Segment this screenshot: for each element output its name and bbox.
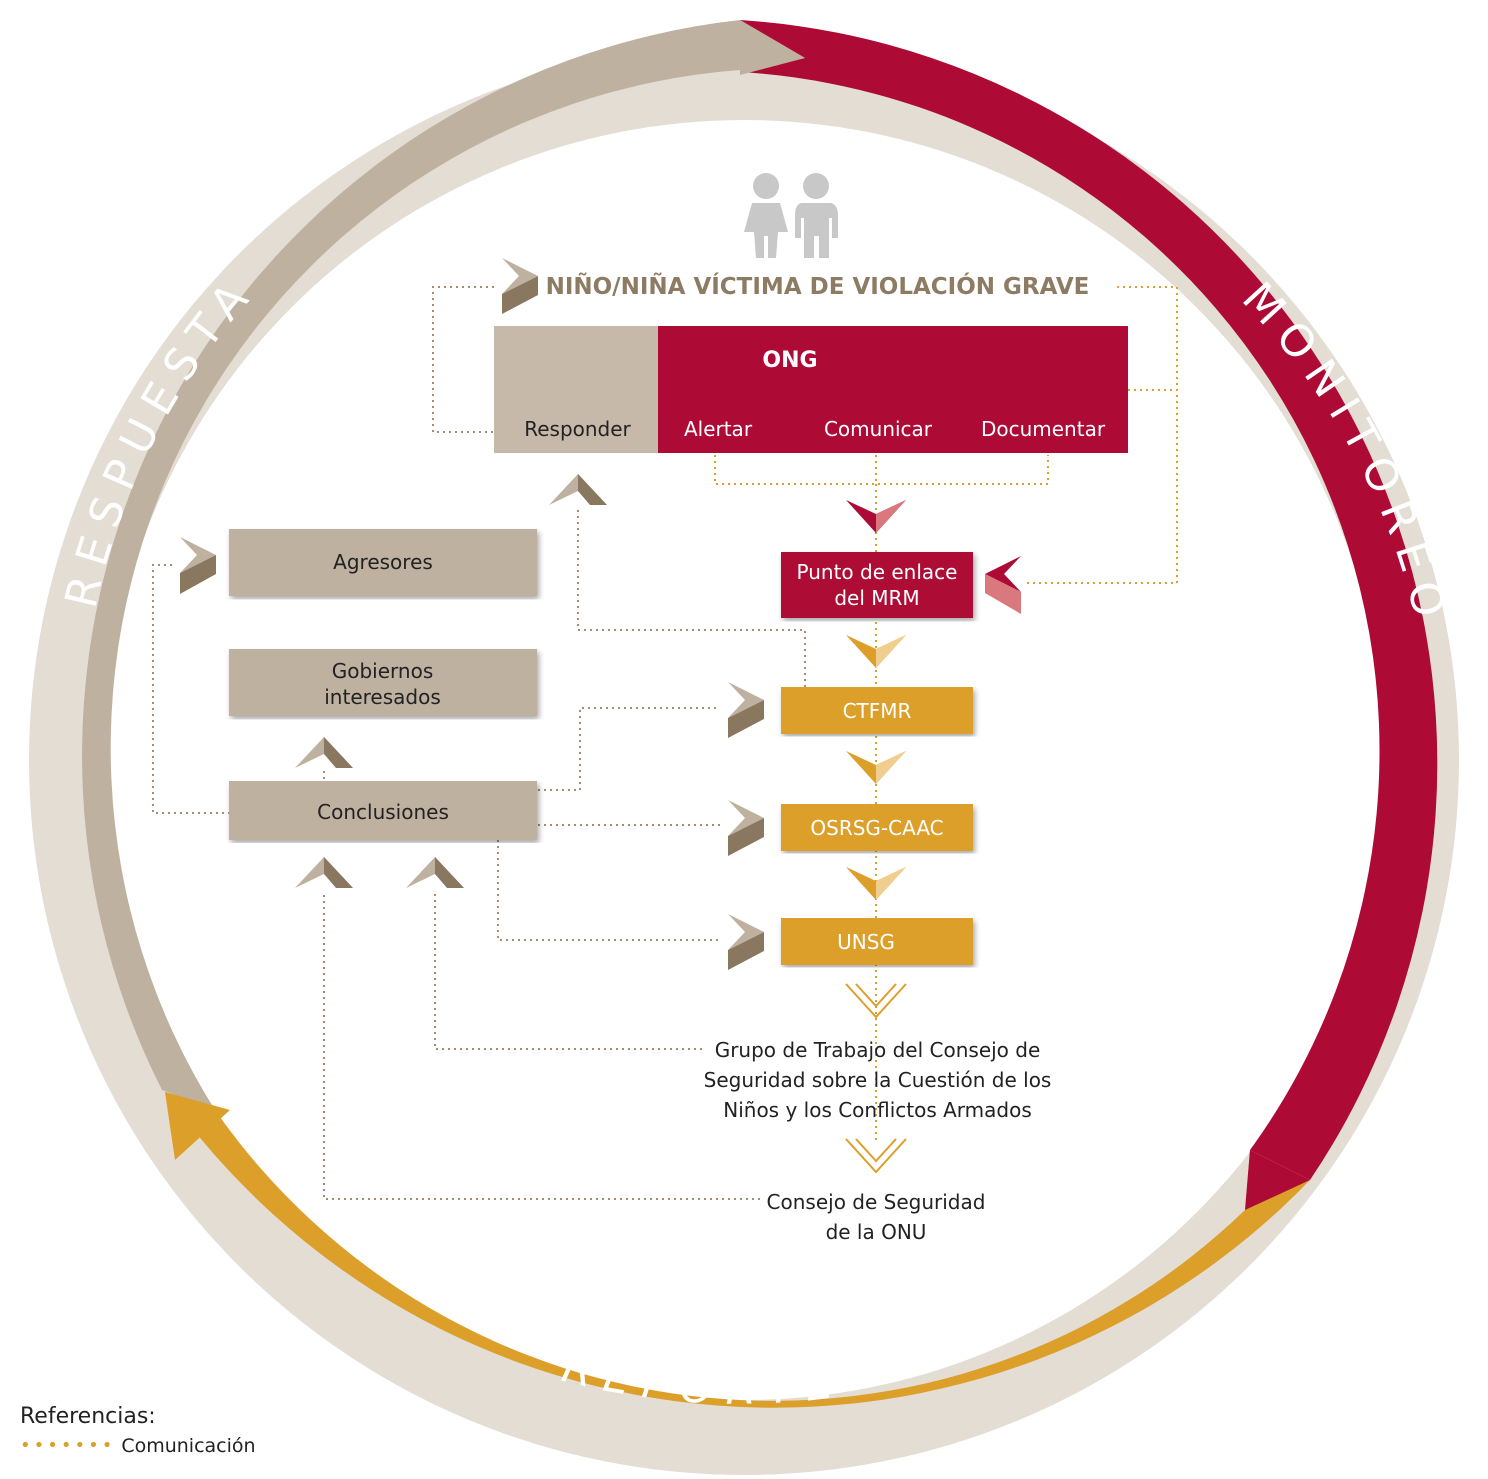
chevron-right-icon [502, 276, 538, 314]
chevron-left-icon [985, 574, 1021, 614]
ctfmr-label: CTFMR [842, 699, 912, 723]
respuesta-arrowhead [740, 20, 805, 75]
respuesta-arc [82, 20, 805, 1110]
legend-label-comunicacion: Comunicación [121, 1435, 256, 1457]
osrsg-box [781, 804, 973, 851]
chevron-down-outline-icon [845, 983, 907, 1019]
chevron-down-outline-icon [845, 1138, 907, 1174]
chevron-right-icon [728, 818, 764, 856]
punto-enlace-box [781, 552, 973, 618]
unsg-label: UNSG [837, 930, 895, 954]
chevron-up-icon [578, 474, 607, 505]
chevron-up-icon [324, 737, 353, 768]
chevron-right-icon [180, 555, 216, 594]
ong-title: ONG [762, 348, 818, 373]
dotted-line-icon: ••••••• [20, 1435, 116, 1456]
chevron-up-icon [324, 857, 353, 888]
chevron-down-outline-icon [855, 1138, 897, 1163]
responder-label: Responder [524, 417, 631, 441]
chevron-right-icon [728, 682, 764, 718]
legend-title: Referencias: [20, 1404, 156, 1429]
chevrons [180, 258, 1021, 1174]
conclusiones-box [229, 781, 537, 840]
ctfmr-box [781, 687, 973, 734]
monitoreo-arc [740, 20, 1438, 1180]
children-icon [744, 173, 838, 258]
chevron-right-icon [728, 932, 764, 970]
boxes [229, 326, 1128, 965]
chevron-right-icon [502, 258, 538, 294]
reporte-arc [165, 1092, 1310, 1408]
alertar-label: Alertar [683, 417, 753, 441]
chevron-down-icon [876, 500, 906, 533]
reporte-arrowhead [165, 1092, 230, 1160]
legend: Referencias: ••••••• Comunicación [20, 1404, 256, 1457]
monitoreo-arrowhead [1245, 1150, 1310, 1210]
documentar-label: Documentar [980, 417, 1106, 441]
chevron-down-icon [876, 867, 906, 900]
chevron-down-outline-icon [855, 983, 897, 1008]
agresores-label: Agresores [333, 550, 433, 574]
gobiernos-box [229, 649, 537, 716]
responder-box [494, 326, 658, 453]
conclusiones-label: Conclusiones [317, 800, 449, 824]
chevron-down-icon [876, 635, 906, 668]
chevron-right-icon [728, 800, 764, 836]
chevron-right-icon [728, 914, 764, 950]
consejo-label: Consejo de Seguridad de la ONU [766, 1190, 986, 1244]
ong-box [658, 326, 1128, 453]
punto-enlace-label: Punto de enlace del MRM [796, 560, 958, 610]
unsg-box [781, 918, 973, 965]
victim-title: NIÑO/NIÑA VÍCTIMA DE VIOLACIÓN GRAVE [545, 274, 1090, 300]
comunicar-label: Comunicar [823, 417, 933, 441]
agresores-box [229, 529, 537, 596]
grupo-trabajo-label: Grupo de Trabajo del Consejo de Segurida… [703, 1038, 1052, 1122]
chevron-up-icon [435, 857, 464, 888]
legend-row-comunicacion: ••••••• Comunicación [20, 1435, 256, 1457]
chevron-left-icon [985, 556, 1021, 592]
gobiernos-label: Gobiernos interesados [324, 658, 441, 709]
osrsg-label: OSRSG-CAAC [810, 816, 944, 840]
chevron-right-icon [180, 537, 216, 573]
chevron-right-icon [728, 700, 764, 738]
chevron-down-icon [876, 751, 906, 784]
